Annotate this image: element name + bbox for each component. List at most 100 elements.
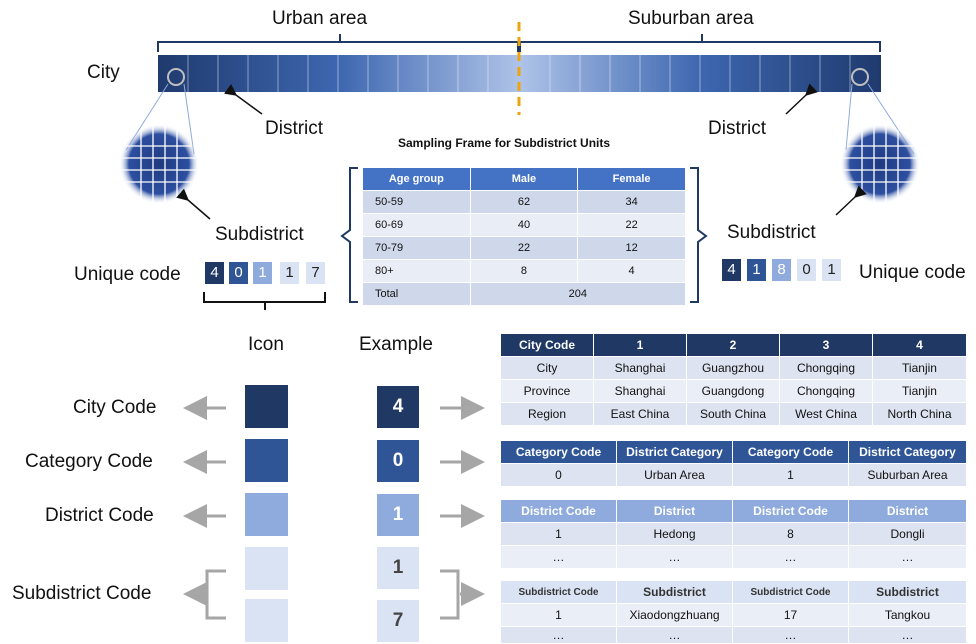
subdistrict-table-cell: … bbox=[848, 626, 967, 644]
city-table-cell: Shanghai bbox=[593, 356, 687, 380]
subdistrict-code-icon-1 bbox=[245, 547, 288, 590]
right-subdistrict-grid-circle bbox=[840, 124, 920, 204]
city-label: City bbox=[87, 62, 120, 83]
frame-cell: 12 bbox=[577, 236, 686, 260]
subdistrict-table-cell: … bbox=[732, 626, 849, 644]
district-table-header: District Code bbox=[732, 499, 849, 523]
district-table-header: District bbox=[616, 499, 733, 523]
frame-header-age: Age group bbox=[362, 167, 471, 191]
frame-cell: 60-69 bbox=[362, 213, 471, 237]
table-row: 80+ 8 4 bbox=[362, 259, 686, 283]
code-left-digit-1: 4 bbox=[205, 262, 224, 284]
table-row: 1 Hedong 8 Dongli bbox=[500, 522, 967, 546]
city-table-cell: Region bbox=[500, 402, 594, 426]
subdistrict-icon-bracket bbox=[205, 569, 226, 620]
subdistrict-code-label: Subdistrict Code bbox=[12, 583, 152, 604]
frame-title: Sampling Frame for Subdistrict Units bbox=[398, 136, 611, 150]
subdistrict-code-table: Subdistrict Code Subdistrict Subdistrict… bbox=[500, 580, 967, 644]
district-code-label: District Code bbox=[45, 505, 154, 526]
subdistrict-table-cell: 1 bbox=[500, 603, 617, 627]
table-row: Province Shanghai Guangdong Chongqing Ti… bbox=[500, 379, 967, 403]
city-table-header: 4 bbox=[872, 333, 967, 357]
suburban-brace bbox=[519, 34, 881, 52]
table-row: Total 204 bbox=[362, 282, 687, 306]
city-table-cell: Shanghai bbox=[593, 379, 687, 403]
subdistrict-table-cell: … bbox=[616, 626, 733, 644]
city-table-cell: Tianjin bbox=[872, 379, 967, 403]
code-right-digit-5: 1 bbox=[822, 259, 841, 281]
subdistrict-table-header: Subdistrict bbox=[848, 580, 967, 604]
district-right-label: District bbox=[708, 118, 767, 139]
city-table-header: 2 bbox=[686, 333, 780, 357]
category-code-icon bbox=[245, 439, 288, 482]
example-digit-district: 1 bbox=[377, 494, 419, 536]
district-left-arrow bbox=[223, 83, 263, 115]
category-table-cell: Urban Area bbox=[616, 463, 733, 487]
category-code-label: Category Code bbox=[25, 451, 153, 472]
code-brace bbox=[203, 292, 326, 310]
subdistrict-left-arrow bbox=[176, 188, 211, 220]
urban-brace bbox=[157, 34, 519, 52]
subdistrict-right-label: Subdistrict bbox=[727, 222, 816, 243]
category-table-header: Category Code bbox=[732, 440, 849, 464]
subdistrict-table-cell: … bbox=[500, 626, 617, 644]
frame-cell: 4 bbox=[577, 259, 686, 283]
code-right-digit-1: 4 bbox=[722, 259, 741, 281]
frame-cell: 50-59 bbox=[362, 190, 471, 214]
city-table-cell: Guangzhou bbox=[686, 356, 780, 380]
right-subdistrict-marker bbox=[851, 68, 869, 86]
district-table-cell: … bbox=[616, 545, 733, 569]
city-table-cell: North China bbox=[872, 402, 967, 426]
subdistrict-code-icon-2 bbox=[245, 599, 288, 642]
city-table-cell: Chongqing bbox=[779, 379, 873, 403]
table-row: 70-79 22 12 bbox=[362, 236, 686, 260]
city-table-header: 3 bbox=[779, 333, 873, 357]
urban-area-label: Urban area bbox=[272, 8, 368, 29]
category-table-cell: 0 bbox=[500, 463, 617, 487]
district-left-label: District bbox=[265, 118, 324, 139]
code-left-digit-3: 1 bbox=[253, 262, 272, 284]
category-table-header: District Category bbox=[848, 440, 967, 464]
frame-cell: 22 bbox=[469, 236, 579, 260]
category-code-table: Category Code District Category Category… bbox=[500, 440, 967, 487]
suburban-area-label: Suburban area bbox=[628, 8, 754, 29]
city-table-cell: Province bbox=[500, 379, 594, 403]
example-digit-category: 0 bbox=[377, 440, 419, 482]
category-table-cell: 1 bbox=[732, 463, 849, 487]
district-table-cell: 8 bbox=[732, 522, 849, 546]
subdistrict-table-cell: 17 bbox=[732, 603, 849, 627]
subdistrict-table-cell: Xiaodongzhuang bbox=[616, 603, 733, 627]
city-table-cell: Chongqing bbox=[779, 356, 873, 380]
category-table-header: District Category bbox=[616, 440, 733, 464]
district-table-cell: 1 bbox=[500, 522, 617, 546]
frame-cell: 40 bbox=[469, 213, 579, 237]
unique-code-left-label: Unique code bbox=[74, 264, 181, 285]
city-table-cell: South China bbox=[686, 402, 780, 426]
city-code-icon bbox=[245, 385, 288, 428]
district-table-cell: … bbox=[500, 545, 617, 569]
example-digit-subdistrict-2: 7 bbox=[377, 600, 419, 642]
frame-cell: 22 bbox=[577, 213, 686, 237]
table-row: Region East China South China West China… bbox=[500, 402, 967, 426]
district-table-cell: … bbox=[848, 545, 967, 569]
city-table-header: 1 bbox=[593, 333, 687, 357]
code-right-digit-4: 0 bbox=[797, 259, 816, 281]
district-table-header: District Code bbox=[500, 499, 617, 523]
table-row: 1 Xiaodongzhuang 17 Tangkou bbox=[500, 603, 967, 627]
code-right-digit-2: 1 bbox=[747, 259, 766, 281]
district-code-icon bbox=[245, 493, 288, 536]
city-table-cell: West China bbox=[779, 402, 873, 426]
city-table-header: City Code bbox=[500, 333, 594, 357]
frame-cell: 34 bbox=[577, 190, 686, 214]
frame-left-brace bbox=[340, 167, 358, 303]
frame-header-male: Male bbox=[469, 167, 579, 191]
sampling-frame-table: Age group Male Female 50-59 62 34 60-69 … bbox=[362, 167, 687, 306]
district-table-header: District bbox=[848, 499, 967, 523]
city-table-cell: City bbox=[500, 356, 594, 380]
city-table-cell: East China bbox=[593, 402, 687, 426]
subdistrict-table-header: Subdistrict bbox=[616, 580, 733, 604]
left-subdistrict-marker bbox=[167, 68, 185, 86]
code-left-digit-4: 1 bbox=[280, 262, 299, 284]
left-subdistrict-grid-circle bbox=[119, 124, 199, 204]
